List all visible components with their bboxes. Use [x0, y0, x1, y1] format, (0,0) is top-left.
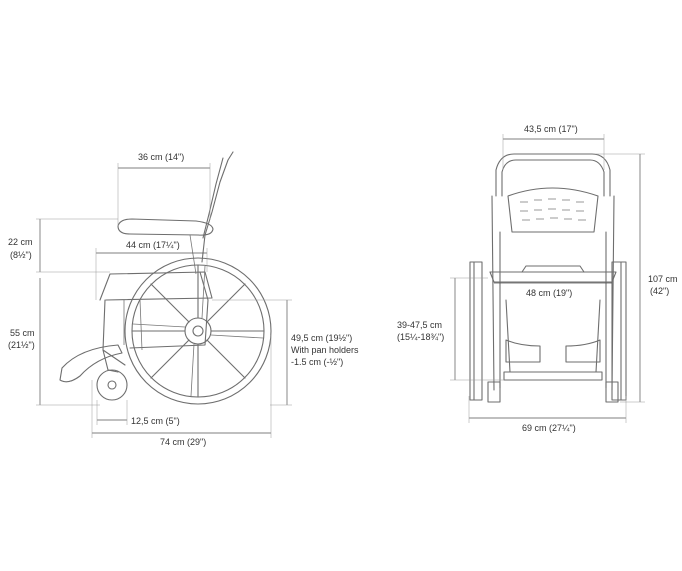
backrest-frame: [201, 151, 234, 263]
footrest-height-in-label: (15¼-18¾"): [397, 332, 444, 342]
front-castors: [487, 381, 619, 403]
seat-height-in-label: (21½"): [8, 340, 35, 350]
total-height-cm-label: 107 cm: [648, 274, 678, 284]
front-legs: [503, 299, 603, 381]
seat-width-label: 48 cm (19"): [526, 288, 572, 298]
side-view-dimensions: [36, 163, 292, 438]
seat: [99, 271, 213, 301]
overall-length-label: 74 cm (29"): [160, 437, 206, 447]
side-view-chair: [59, 151, 272, 405]
rear-wheel: [124, 257, 272, 405]
backrest-width-label: 43,5 cm (17"): [524, 124, 578, 134]
seat-depth-label: 36 cm (14"): [138, 152, 184, 162]
seat-height-pan-line1: 49,5 cm (19½"): [291, 333, 352, 343]
seat-height-pan-line3: -1.5 cm (-½"): [291, 357, 343, 367]
front-view-chair: [469, 153, 627, 403]
overall-width-label: 69 cm (27¼"): [522, 423, 576, 433]
push-handle: [495, 153, 611, 197]
footrest-height-cm-label: 39-47,5 cm: [397, 320, 442, 330]
frame: [102, 271, 209, 366]
total-height-in-label: (42"): [650, 286, 669, 296]
front-footplates: [505, 339, 601, 363]
armrest: [117, 218, 214, 236]
armrest-height-cm-label: 22 cm: [8, 237, 33, 247]
seat-height-pan-line2: With pan holders: [291, 345, 359, 355]
backrest-holes: [520, 198, 586, 221]
left-wheel: [469, 261, 483, 401]
front-seat: [489, 271, 617, 283]
front-frame: [491, 195, 615, 391]
right-wheel: [611, 261, 627, 401]
armrest-height-in-label: (8½"): [10, 250, 32, 260]
footrest: [59, 344, 123, 383]
seat-height-cm-label: 55 cm: [10, 328, 35, 338]
backrest-panel: [507, 187, 599, 233]
castor-wheel: [96, 349, 128, 401]
front-view-dimensions: [450, 134, 645, 423]
armrest-length-label: 44 cm (17¼"): [126, 240, 180, 250]
castor-diameter-label: 12,5 cm (5"): [131, 416, 180, 426]
